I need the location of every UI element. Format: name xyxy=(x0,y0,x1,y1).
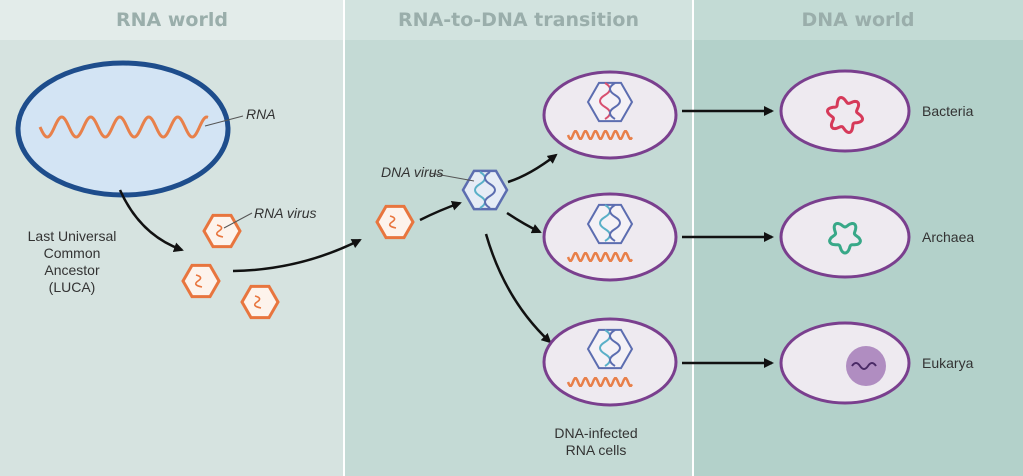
rna-virus-capsid xyxy=(240,284,280,320)
bacteria-genome xyxy=(825,95,865,135)
infected-cells-label-line: RNA cells xyxy=(565,442,627,458)
rna-virus-label: RNA virus xyxy=(254,205,317,221)
dna-virus-capsid xyxy=(461,169,509,211)
archaea-label: Archaea xyxy=(922,229,975,245)
host-rna-strand xyxy=(566,129,634,141)
rna-virus xyxy=(240,284,280,320)
rna-virus-leader-line xyxy=(223,212,253,229)
rna-virus xyxy=(375,204,415,240)
rna-virus xyxy=(181,263,221,299)
arrow-virus-to-cell-3 xyxy=(484,233,552,344)
dna-virus-leader-line xyxy=(429,172,475,182)
rna-label: RNA xyxy=(246,106,276,122)
dna-virus xyxy=(461,169,509,211)
viral-dna-strand xyxy=(609,204,621,242)
infected-cells-label-line: DNA-infected xyxy=(554,425,638,441)
eukarya-nucleus xyxy=(846,346,886,386)
arrow-virus-to-cell-1 xyxy=(507,153,558,184)
dna-world-header: DNA world xyxy=(693,0,1023,40)
integrated-virus-capsid xyxy=(586,203,634,245)
luca-label-line: (LUCA) xyxy=(48,279,96,295)
rna-virus-genome xyxy=(388,215,397,229)
luca-label-line: Ancestor xyxy=(44,262,100,278)
bacteria-cell xyxy=(779,69,911,153)
rna-leader-line xyxy=(204,115,244,127)
arrow-rna-virus-to-transition xyxy=(232,238,362,273)
luca-label-line: Last Universal xyxy=(27,228,117,244)
infected-cells-label: DNA-infected RNA cells xyxy=(530,425,662,459)
arrow-luca-to-rna-virus xyxy=(118,189,184,253)
rna-virus-capsid xyxy=(181,263,221,299)
luca-label: Last Universal Common Ancestor (LUCA) xyxy=(8,228,136,296)
dna-virus-strand xyxy=(484,171,496,209)
rna-virus-genome xyxy=(215,224,224,238)
rna-virus-genome xyxy=(194,274,203,288)
transition-header: RNA-to-DNA transition xyxy=(344,0,693,40)
infected-cell xyxy=(542,317,678,407)
infected-cell xyxy=(542,192,678,282)
eukarya-cell xyxy=(779,321,911,405)
eukarya-dna xyxy=(851,362,877,370)
rna-virus-capsid xyxy=(202,213,242,249)
rna-virus xyxy=(202,213,242,249)
archaea-cell xyxy=(779,195,911,279)
host-rna-strand xyxy=(566,376,634,388)
luca-cell xyxy=(15,60,244,198)
bacteria-label: Bacteria xyxy=(922,103,974,119)
panel-divider xyxy=(343,0,345,476)
viral-dna-strand xyxy=(609,82,621,120)
integrated-virus-capsid xyxy=(586,81,634,123)
dna-virus-label: DNA virus xyxy=(381,164,444,180)
rna-world-header: RNA world xyxy=(0,0,344,40)
arrow-virus-to-cell-2 xyxy=(506,211,542,234)
archaea-genome xyxy=(828,222,862,255)
rna-virus-capsid xyxy=(375,204,415,240)
infected-cell xyxy=(542,70,678,160)
arrow-to-dna-virus xyxy=(419,200,462,222)
integrated-virus-capsid xyxy=(586,328,634,370)
rna-strand xyxy=(38,115,209,139)
rna-virus-group xyxy=(181,204,415,320)
viral-dna-strand xyxy=(609,329,621,367)
luca-label-line: Common xyxy=(43,245,101,261)
rna-virus-genome xyxy=(253,295,262,309)
eukarya-label: Eukarya xyxy=(922,355,974,371)
host-rna-strand xyxy=(566,251,634,263)
infected-cells xyxy=(542,70,678,407)
